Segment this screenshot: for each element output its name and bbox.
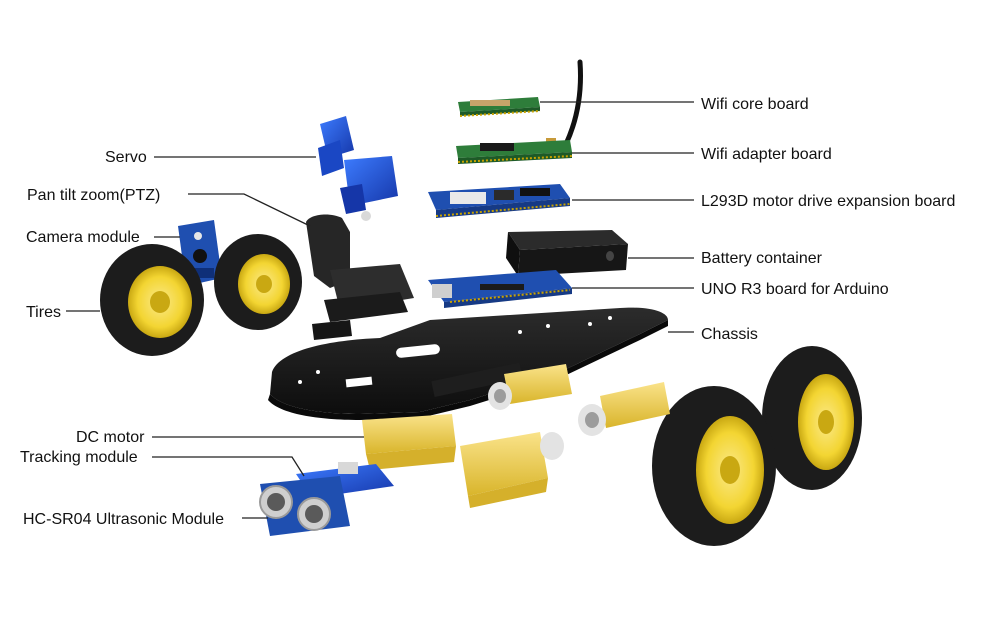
label-tires: Tires (26, 304, 61, 321)
label-wifi-adapter-board: Wifi adapter board (701, 146, 832, 163)
rear-tires (652, 346, 862, 546)
dc-motor-4 (460, 432, 564, 508)
label-dc-motor: DC motor (76, 429, 145, 446)
wifi-adapter-board (456, 59, 583, 164)
l293d-board (428, 184, 571, 218)
front-tires (100, 234, 302, 356)
ultrasonic-module (259, 476, 350, 536)
label-ultrasonic-module: HC-SR04 Ultrasonic Module (23, 511, 224, 528)
label-pan-tilt: Pan tilt zoom(PTZ) (27, 187, 160, 204)
dc-motor-2 (578, 382, 670, 436)
wifi-core-board (458, 97, 541, 117)
label-camera-module: Camera module (26, 229, 140, 246)
pan-tilt-bracket (306, 214, 414, 340)
label-chassis: Chassis (701, 326, 758, 343)
leader-lines (66, 101, 694, 519)
uno-r3-board (428, 270, 572, 308)
label-tracking-module: Tracking module (20, 449, 138, 466)
dc-motor-1 (488, 364, 572, 410)
label-uno-r3-board: UNO R3 board for Arduino (701, 281, 889, 298)
dc-motors (362, 364, 670, 508)
chassis (268, 307, 668, 420)
label-l293d-board: L293D motor drive expansion board (701, 193, 955, 210)
label-servo: Servo (105, 149, 147, 166)
label-wifi-core-board: Wifi core board (701, 96, 809, 113)
servo (318, 116, 398, 221)
battery-container (506, 230, 628, 276)
label-battery-container: Battery container (701, 250, 823, 267)
dc-motor-3 (362, 414, 456, 470)
